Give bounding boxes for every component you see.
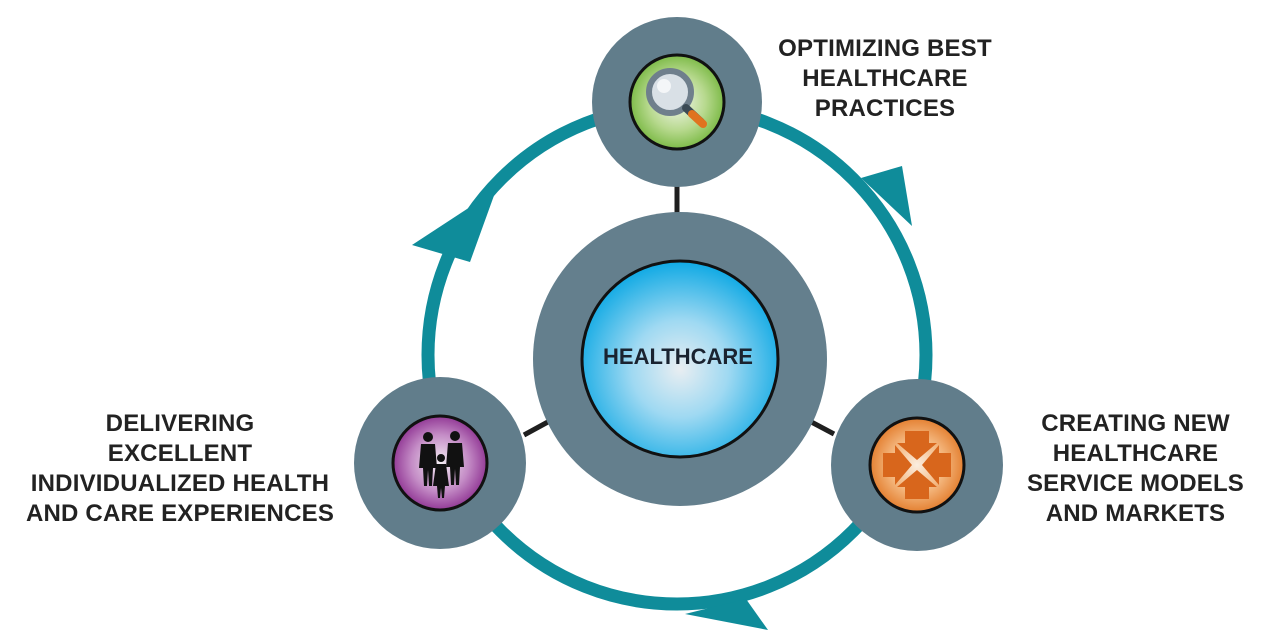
left-label-line: EXCELLENT bbox=[107, 440, 253, 467]
top-label-line: OPTIMIZING BEST bbox=[778, 35, 992, 62]
top-node-label: OPTIMIZING BEST HEALTHCARE PRACTICES bbox=[745, 34, 1025, 124]
top-label-line: PRACTICES bbox=[814, 95, 956, 122]
left-label-line: AND CARE EXPERIENCES bbox=[25, 500, 335, 527]
right-node bbox=[831, 379, 1003, 551]
ring-arrow-bottom-icon bbox=[685, 599, 768, 630]
right-label-line: SERVICE MODELS bbox=[1026, 470, 1245, 497]
right-label-line: CREATING NEW bbox=[1041, 410, 1230, 437]
people-icon bbox=[419, 431, 464, 498]
magnifying-glass-icon bbox=[646, 68, 707, 128]
top-node bbox=[592, 17, 762, 187]
center-node-inner bbox=[580, 259, 780, 459]
ring-arrow-right-icon bbox=[861, 166, 912, 226]
ring-arrow-left-icon bbox=[412, 190, 496, 262]
right-node-label: CREATING NEW HEALTHCARE SERVICE MODELS A… bbox=[1005, 409, 1266, 529]
converging-arrows-icon bbox=[883, 431, 951, 499]
left-node-label: DELIVERING EXCELLENT INDIVIDUALIZED HEAL… bbox=[0, 409, 360, 529]
right-label-line: HEALTHCARE bbox=[1052, 440, 1219, 467]
left-node bbox=[354, 377, 526, 549]
left-label-line: INDIVIDUALIZED HEALTH bbox=[30, 470, 330, 497]
top-label-line: HEALTHCARE bbox=[802, 65, 968, 92]
right-label-line: AND MARKETS bbox=[1045, 500, 1226, 527]
left-label-line: DELIVERING bbox=[105, 410, 255, 437]
center-label: HEALTHCARE bbox=[603, 344, 753, 369]
